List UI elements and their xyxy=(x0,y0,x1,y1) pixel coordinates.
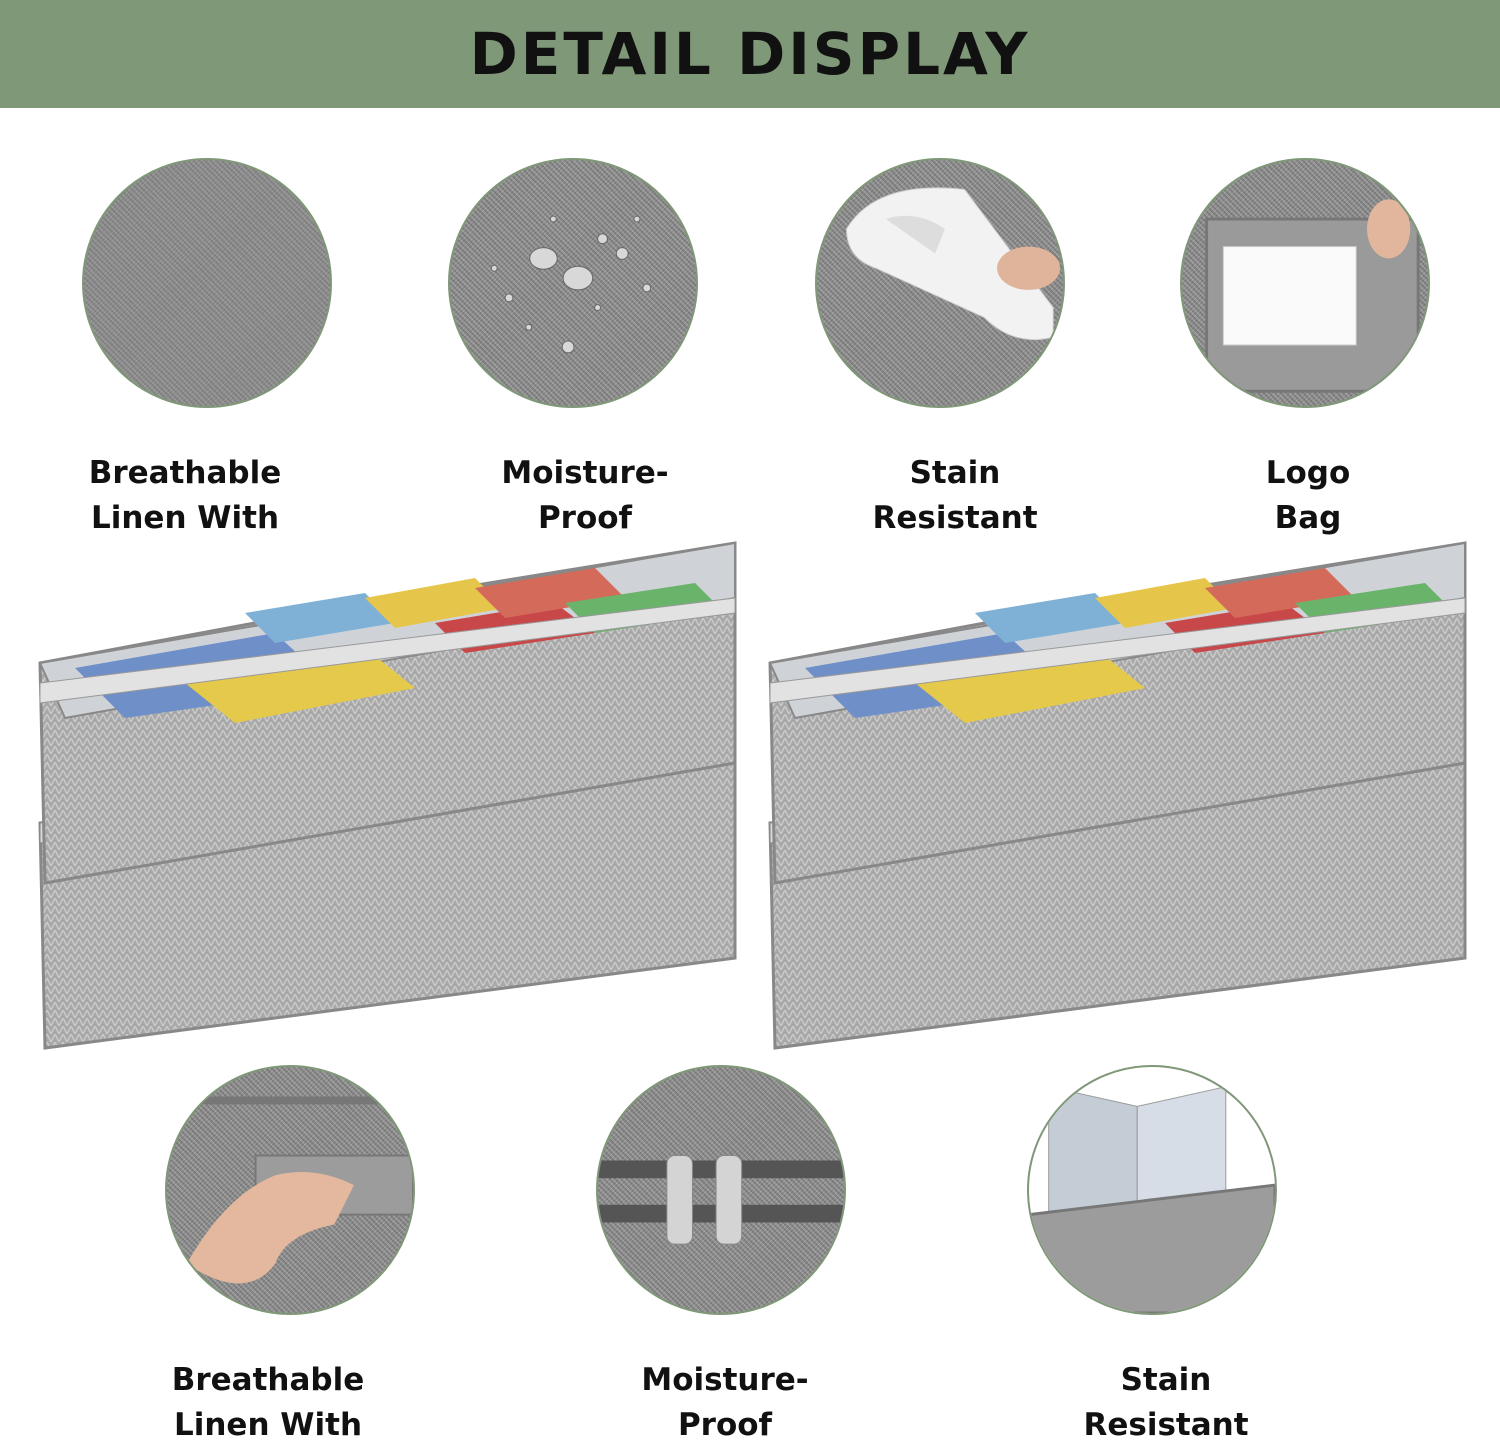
feature-label: Breathable Linen With xyxy=(88,455,282,536)
divider-panel-icon xyxy=(1027,1065,1277,1315)
header-banner: DETAIL DISPLAY xyxy=(0,0,1500,108)
handle-strap-icon xyxy=(165,1065,415,1315)
feature-label: Moisture- Proof xyxy=(501,455,669,536)
feature-label: Stain Resistant xyxy=(872,455,1038,536)
cloth-wipe-icon xyxy=(815,158,1065,408)
storage-bag-image xyxy=(35,538,740,1053)
linen-fabric-icon xyxy=(82,158,332,408)
feature-label: Breathable Linen With xyxy=(171,1362,365,1440)
label-pocket-icon xyxy=(1180,158,1430,408)
feature-label: Moisture- Proof xyxy=(641,1362,809,1440)
double-zipper-icon xyxy=(596,1065,846,1315)
feature-label: Logo Bag xyxy=(1265,455,1351,536)
water-droplets-icon xyxy=(448,158,698,408)
feature-label: Stain Resistant xyxy=(1083,1362,1249,1440)
storage-bag-image xyxy=(765,538,1470,1053)
page-title: DETAIL DISPLAY xyxy=(469,20,1031,88)
